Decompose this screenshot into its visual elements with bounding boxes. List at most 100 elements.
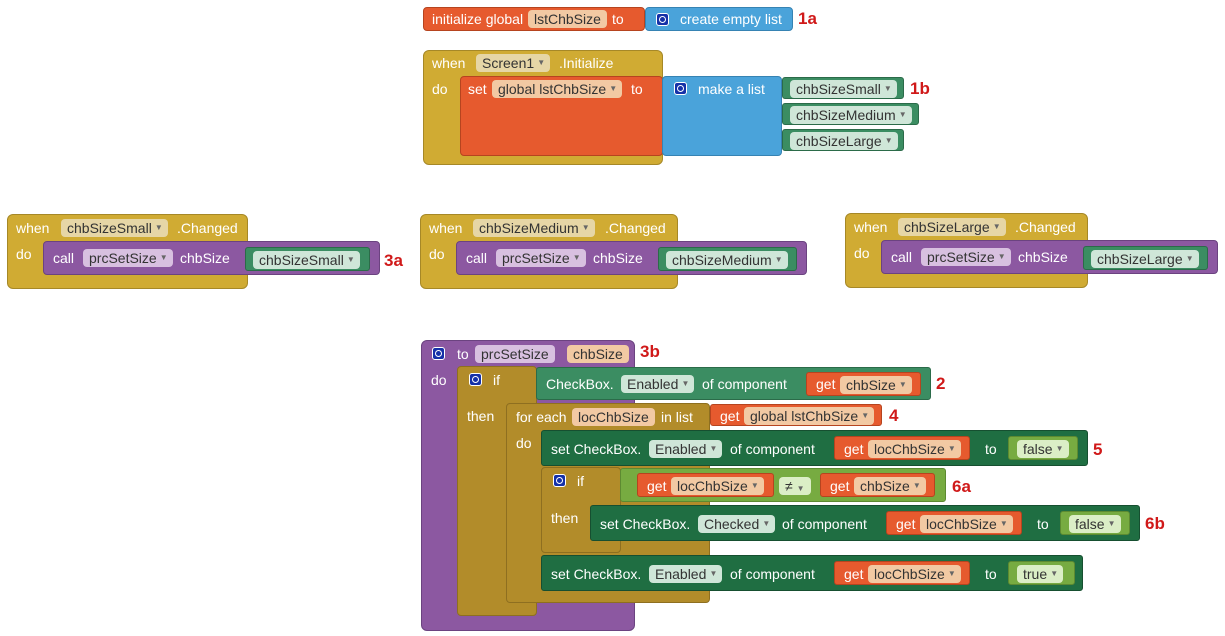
dropdown-arrow-icon: ▼ [1055, 444, 1064, 453]
component-dropdown[interactable]: chbSizeLarge▼ [790, 132, 898, 150]
dropdown-arrow-icon: ▼ [898, 380, 907, 389]
dropdown-arrow-icon: ▼ [1185, 254, 1194, 263]
variable-dropdown[interactable]: chbSize▼ [854, 477, 926, 495]
gear-icon[interactable] [674, 82, 687, 95]
boolean-false-block[interactable]: false▼ [1060, 511, 1130, 535]
annotation-tag: 3b [640, 342, 660, 361]
of-component-label: of component [730, 441, 815, 457]
dropdown-arrow-icon: ▼ [997, 252, 1006, 261]
component-arg-block[interactable]: chbSizeSmall▼ [245, 247, 370, 271]
component-dropdown[interactable]: chbSizeSmall▼ [61, 219, 168, 237]
component-dropdown[interactable]: chbSizeSmall▼ [790, 80, 897, 98]
boolean-dropdown[interactable]: false▼ [1069, 515, 1121, 533]
to-label: to [457, 346, 469, 362]
get-label: get [844, 566, 864, 582]
event-name-label: .Initialize [559, 55, 614, 71]
component-arg-block[interactable]: chbSizeLarge▼ [1083, 246, 1208, 270]
get-var-block[interactable]: get chbSize▼ [806, 372, 921, 396]
to-label: to [985, 441, 997, 457]
component-dropdown[interactable]: chbSizeLarge▼ [898, 218, 1006, 236]
property-dropdown[interactable]: Enabled▼ [649, 565, 723, 583]
set-global-block[interactable]: set global lstChbSize▼ to [460, 76, 663, 156]
annotation-tag: 1b [910, 79, 930, 98]
to-label: to [1037, 516, 1049, 532]
annotation-tag: 4 [889, 406, 899, 425]
component-dropdown[interactable]: chbSizeLarge▼ [1091, 250, 1199, 268]
get-global-list-block[interactable]: get global lstChbSize▼ [710, 404, 882, 426]
dropdown-arrow-icon: ▼ [884, 136, 893, 145]
boolean-true-block[interactable]: true▼ [1008, 561, 1075, 585]
create-empty-list-block[interactable]: create empty list [645, 7, 793, 31]
global-var-name-field[interactable]: lstChbSize [528, 10, 607, 28]
get-param-block[interactable]: get chbSize▼ [820, 473, 935, 497]
component-arg-block[interactable]: chbSizeMedium▼ [658, 247, 797, 271]
of-component-label: of component [730, 566, 815, 582]
dropdown-arrow-icon: ▼ [537, 58, 546, 67]
variable-dropdown[interactable]: locChbSize▼ [868, 440, 961, 458]
annotation-tag: 1a [798, 9, 817, 28]
to-label: to [985, 566, 997, 582]
dropdown-arrow-icon: ▼ [912, 481, 921, 490]
get-label: get [816, 376, 836, 392]
get-loop-var-block[interactable]: get locChbSize▼ [834, 436, 970, 460]
screen-dropdown[interactable]: Screen1▼ [476, 54, 551, 72]
dropdown-arrow-icon: ▼ [999, 519, 1008, 528]
set-var-dropdown[interactable]: global lstChbSize▼ [492, 80, 623, 98]
get-loop-var-block[interactable]: get locChbSize▼ [886, 511, 1022, 535]
if-label: if [493, 372, 500, 388]
in-list-label: in list [661, 409, 693, 425]
get-label: get [896, 516, 916, 532]
procedure-dropdown[interactable]: prcSetSize▼ [921, 248, 1011, 266]
call-label: call [891, 249, 913, 265]
variable-dropdown[interactable]: locChbSize▼ [920, 515, 1013, 533]
gear-icon[interactable] [432, 347, 445, 360]
dropdown-arrow-icon: ▼ [709, 444, 718, 453]
dropdown-arrow-icon: ▼ [1050, 569, 1059, 578]
set-checkbox-label: set CheckBox. [551, 441, 642, 457]
event-name-label: .Changed [605, 220, 666, 236]
boolean-dropdown[interactable]: false▼ [1017, 440, 1069, 458]
event-name-label: .Changed [177, 220, 238, 236]
property-dropdown[interactable]: Enabled▼ [649, 440, 723, 458]
param-name-field[interactable]: chbSize [567, 345, 629, 363]
do-label: do [854, 245, 870, 261]
component-block-small[interactable]: chbSizeSmall▼ [782, 77, 904, 99]
variable-dropdown[interactable]: chbSize▼ [840, 376, 912, 394]
gear-icon[interactable] [553, 474, 566, 487]
loop-do-label: do [516, 435, 532, 451]
component-block-large[interactable]: chbSizeLarge▼ [782, 129, 904, 151]
variable-dropdown[interactable]: global lstChbSize▼ [744, 407, 875, 425]
property-dropdown[interactable]: Enabled▼ [621, 375, 695, 393]
get-loop-var-block[interactable]: get locChbSize▼ [637, 473, 774, 497]
param-label: chbSize [180, 250, 230, 266]
component-dropdown[interactable]: chbSizeSmall▼ [253, 251, 360, 269]
set-checked-false-block[interactable]: set CheckBox. Checked▼ of component to [590, 505, 1140, 541]
gear-icon[interactable] [656, 13, 669, 26]
init-global-block[interactable]: initialize global lstChbSize to [423, 7, 645, 31]
event-name-label: .Changed [1015, 219, 1076, 235]
property-dropdown[interactable]: Checked▼ [698, 515, 776, 533]
component-dropdown[interactable]: chbSizeMedium▼ [790, 106, 912, 124]
call-procedure-block[interactable]: call prcSetSize▼ chbSize [456, 241, 807, 275]
component-dropdown[interactable]: chbSizeMedium▼ [473, 219, 595, 237]
variable-dropdown[interactable]: locChbSize▼ [868, 565, 961, 583]
then-label: then [551, 510, 579, 526]
dropdown-arrow-icon: ▼ [762, 519, 771, 528]
get-loop-var-block[interactable]: get locChbSize▼ [834, 561, 970, 585]
when-label: when [432, 55, 466, 71]
procedure-dropdown[interactable]: prcSetSize▼ [496, 249, 586, 267]
set-enabled-true-block[interactable]: set CheckBox. Enabled▼ of component to [541, 555, 1083, 591]
loop-var-field[interactable]: locChbSize [572, 408, 655, 426]
gear-icon[interactable] [469, 373, 482, 386]
set-enabled-false-block[interactable]: set CheckBox. Enabled▼ of component to [541, 430, 1088, 466]
component-block-medium[interactable]: chbSizeMedium▼ [782, 103, 919, 125]
component-dropdown[interactable]: chbSizeMedium▼ [666, 251, 788, 269]
call-label: call [466, 250, 488, 266]
procedure-dropdown[interactable]: prcSetSize▼ [83, 249, 173, 267]
operator-dropdown[interactable]: ≠ ▼ [779, 477, 811, 495]
make-a-list-block[interactable]: make a list [662, 76, 782, 156]
boolean-dropdown[interactable]: true▼ [1017, 565, 1064, 583]
variable-dropdown[interactable]: locChbSize▼ [671, 477, 764, 495]
boolean-false-block[interactable]: false▼ [1008, 436, 1078, 460]
procedure-name-field[interactable]: prcSetSize [475, 345, 555, 363]
